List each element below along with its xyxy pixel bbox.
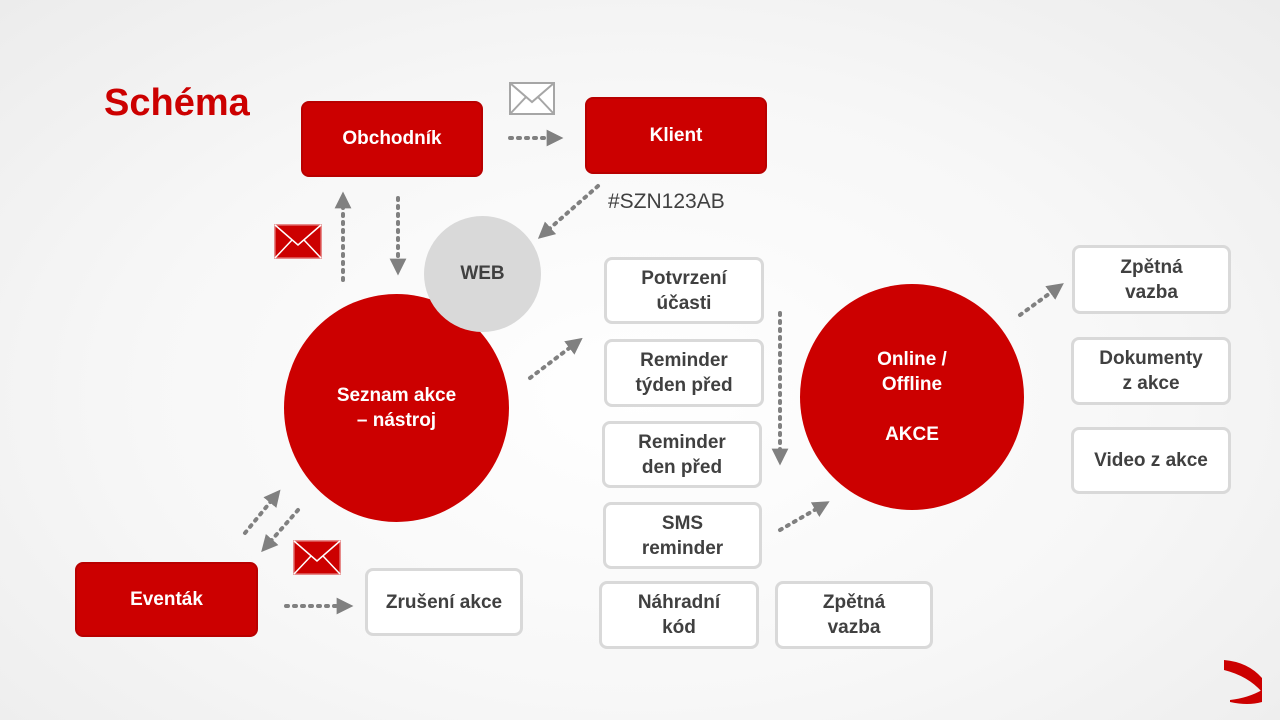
arrow-eventak-seznam (243, 489, 281, 535)
page-title: Schéma (104, 82, 250, 124)
reminder-tyden-box: Reminder týden před (604, 339, 764, 407)
arrow-akce-zpetna (1018, 283, 1064, 317)
zpetna-vazba-bottom-box: Zpětná vazba (775, 581, 933, 649)
seznam-akce-circle: Seznam akce – nástroj (284, 294, 509, 522)
eventak-box: Eventák (75, 562, 258, 637)
zpetna-vazba-right-box: Zpětná vazba (1072, 245, 1231, 314)
dokumenty-box: Dokumenty z akce (1071, 337, 1231, 405)
arrow-sms-akce (778, 501, 830, 532)
nahradni-kod-box: Náhradní kód (599, 581, 759, 649)
sms-reminder-box: SMS reminder (603, 502, 762, 569)
arrow-seznam-reminders (528, 337, 583, 380)
envelope-icon-grey (509, 82, 555, 115)
video-box: Video z akce (1071, 427, 1231, 494)
reminder-den-box: Reminder den před (602, 421, 762, 488)
envelope-icon-red-bottom (293, 540, 341, 575)
arrow-seznam-eventak (261, 508, 300, 553)
potvrzeni-ucasti-box: Potvrzení účasti (604, 257, 764, 324)
code-label: #SZN123AB (608, 190, 725, 213)
envelope-icon-red-left (274, 224, 322, 259)
obchodnik-box: Obchodník (301, 101, 483, 177)
klient-box: Klient (585, 97, 767, 174)
akce-circle: Online / Offline AKCE (800, 284, 1024, 510)
corner-logo-icon (1224, 660, 1262, 704)
zruseni-akce-box: Zrušení akce (365, 568, 523, 636)
arrow-klient-web (537, 184, 600, 239)
web-circle: WEB (424, 216, 541, 332)
